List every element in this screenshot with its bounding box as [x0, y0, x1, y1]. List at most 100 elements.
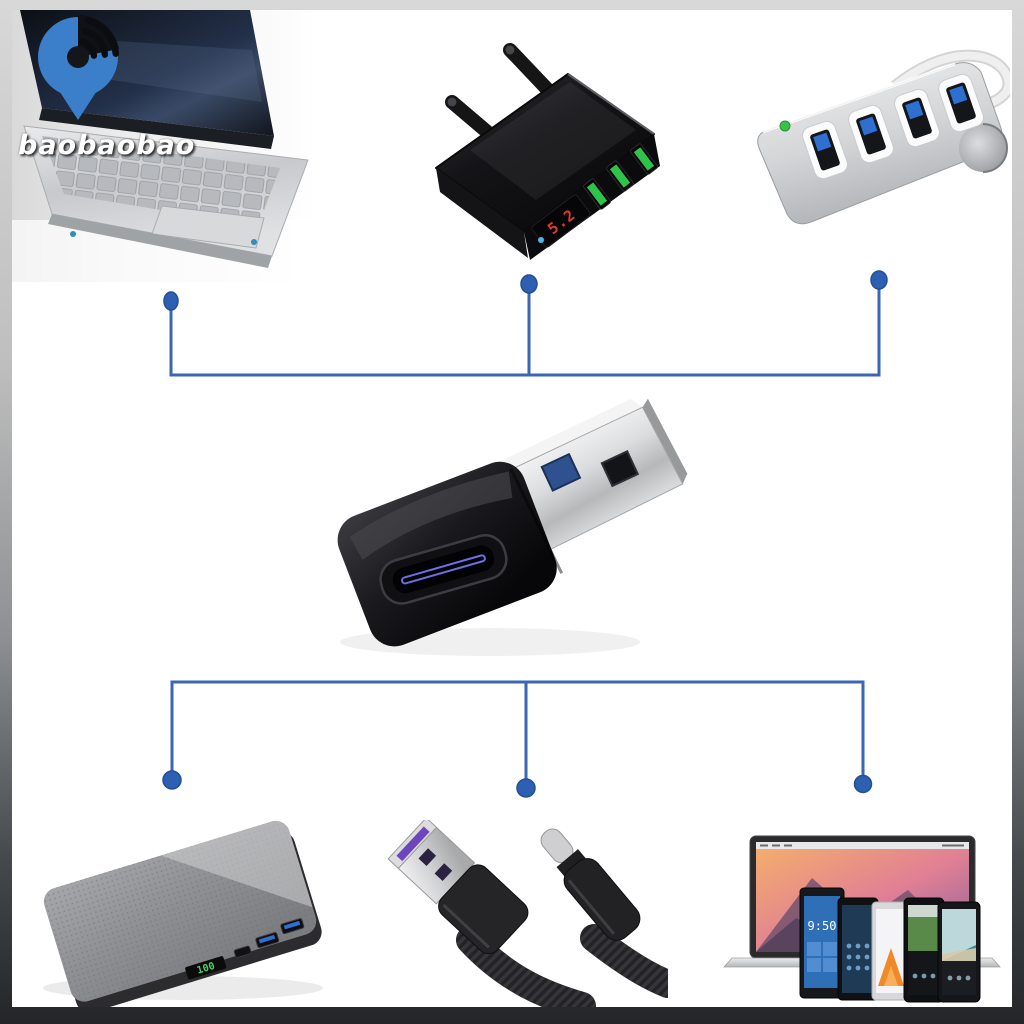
plug-top-bevel	[491, 398, 643, 478]
body-top-highlight	[349, 471, 513, 560]
powerbank-group: 100	[43, 817, 322, 1007]
phone-screen	[842, 905, 874, 993]
charger-illustration: 5.2	[435, 43, 660, 260]
adapter-illustration	[337, 398, 688, 656]
laptop-illustration	[12, 10, 317, 282]
smartphone-nexus6p	[903, 897, 945, 1003]
smartphone-lumia: 9:50	[799, 887, 845, 999]
end-cap-edge	[982, 123, 1008, 173]
smartphone-nexus5x	[937, 901, 981, 1003]
adapter-group	[337, 398, 688, 647]
keyboard-keys	[42, 136, 280, 226]
braid-texture	[580, 924, 668, 998]
sand	[942, 948, 976, 961]
connector-housing	[438, 864, 529, 955]
usb-c-connector	[540, 828, 641, 941]
body-plug-seam	[509, 467, 564, 574]
hub-end-cap	[959, 124, 1007, 172]
wifi-signal-icon	[78, 17, 120, 59]
dot-icon	[870, 270, 888, 290]
connector-housing	[563, 858, 641, 941]
plug-hole-dark	[600, 450, 640, 488]
trackpad	[151, 205, 265, 249]
usb-cable	[892, 51, 1010, 107]
usb-a-connector	[387, 820, 529, 955]
devices-illustration: 9:50	[723, 835, 1001, 1003]
green-led-icon	[779, 120, 791, 132]
plug-hole-blue	[540, 452, 582, 492]
menubar-items	[760, 844, 964, 847]
usb-port-green	[606, 160, 634, 192]
dot-icon	[516, 778, 536, 798]
dot-icon	[520, 274, 538, 294]
devices-photo: 9:50	[712, 826, 1012, 1007]
hub-photo	[733, 30, 1010, 248]
usb3-port	[848, 104, 894, 164]
usb-c-tongue	[400, 554, 486, 585]
housing-highlight	[567, 879, 616, 935]
charger-photo: 5.2	[400, 20, 668, 264]
housing-highlight	[442, 903, 490, 949]
micro-usb-port	[233, 945, 252, 958]
laptop-hinge	[39, 108, 274, 149]
dot-icon	[162, 770, 182, 790]
bottom-bracket-line	[170, 680, 865, 782]
screen-glare	[72, 38, 262, 102]
hub-top-edge-highlight	[762, 62, 956, 134]
usb-c-port	[379, 534, 508, 605]
plug-holes	[540, 450, 640, 492]
connector-neck	[556, 849, 586, 877]
shell-hole	[434, 863, 453, 881]
live-tiles	[807, 942, 837, 972]
charger-left-face	[436, 168, 528, 258]
usb-port-green	[630, 143, 658, 175]
chevron-inner	[884, 966, 898, 986]
top-bracket-line	[169, 282, 881, 377]
powerbank-photo: 100	[28, 816, 334, 1007]
usb3-port	[894, 88, 940, 148]
laptop-front-edge	[48, 214, 272, 268]
shell-hole	[418, 848, 437, 866]
usb-port-blue	[255, 932, 280, 949]
pin-tip	[505, 45, 515, 55]
usb3-port	[802, 120, 848, 180]
diagonal-highlight	[160, 817, 313, 908]
sky-strip	[908, 905, 940, 917]
pin-center-dot	[67, 46, 89, 68]
status-led-icon	[251, 239, 257, 245]
battery-display	[185, 956, 227, 980]
port-strip: 100	[185, 918, 305, 980]
cable-illustration	[387, 820, 668, 1007]
phone-screen-bottom	[908, 951, 940, 995]
phone-clock: 9:50	[808, 919, 837, 933]
connector-strokes	[169, 282, 881, 786]
pin-tip	[447, 97, 457, 107]
usb-port-green	[583, 178, 611, 210]
app-icons	[947, 975, 971, 981]
smartphone-htc	[871, 901, 911, 1001]
dot-icon	[853, 774, 873, 794]
smartphone-dark	[837, 897, 879, 1001]
edge-highlight	[567, 73, 655, 135]
app-icons	[846, 943, 870, 971]
adapter-photo	[330, 390, 706, 668]
connector-dots	[162, 270, 888, 798]
cable-photo	[342, 820, 668, 1007]
location-pin-logo	[38, 15, 120, 120]
blue-led-icon	[538, 237, 544, 243]
gloss-highlight	[470, 82, 636, 200]
macos-menubar	[756, 842, 969, 849]
purple-tongue	[396, 826, 430, 862]
usb-port-blue	[280, 918, 305, 935]
plug-side-edge	[642, 398, 688, 484]
powerbank-display-value: 100	[196, 961, 216, 977]
dot-icon	[163, 291, 179, 311]
powerbank-illustration: 100	[43, 817, 323, 1007]
app-icons	[912, 973, 936, 979]
power-led-icon	[70, 231, 76, 237]
usb3-port	[938, 73, 984, 133]
watermark-text: baobaobao	[18, 130, 196, 161]
laptop-photo: baobaobao	[12, 10, 317, 282]
